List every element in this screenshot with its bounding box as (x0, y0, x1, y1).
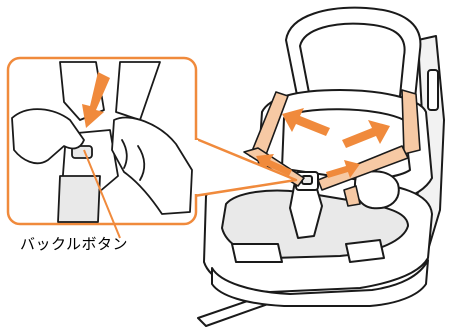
seat-side-arm (355, 171, 399, 208)
harness-strap-right (402, 90, 420, 154)
callout-buckle-strap (58, 176, 100, 222)
seat-base-slot (232, 244, 282, 262)
seat-base-slot-right (346, 240, 384, 262)
seat-side-slot (428, 70, 438, 110)
buckle-button-label: バックルボタン (20, 232, 200, 256)
